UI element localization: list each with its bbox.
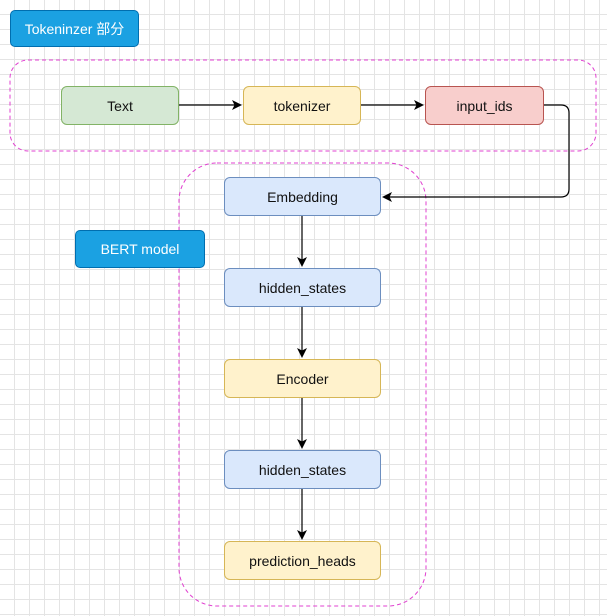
prediction-heads-node[interactable]: prediction_heads: [224, 541, 381, 580]
input-ids-node[interactable]: input_ids: [425, 86, 544, 125]
embedding-node[interactable]: Embedding: [224, 177, 381, 216]
arrow-input-ids-to-embedding: [382, 104, 570, 202]
tokenizer-group-container: [9, 59, 597, 152]
tokenizer-section-label[interactable]: Tokeninzer 部分: [10, 10, 139, 47]
bert-model-group-container: [178, 162, 427, 607]
hidden-states-node-1[interactable]: hidden_states: [224, 268, 381, 307]
tokenizer-node[interactable]: tokenizer: [243, 86, 361, 125]
bert-model-section-label[interactable]: BERT model: [75, 230, 205, 268]
text-node[interactable]: Text: [61, 86, 179, 125]
hidden-states-node-2[interactable]: hidden_states: [224, 450, 381, 489]
encoder-node[interactable]: Encoder: [224, 359, 381, 398]
